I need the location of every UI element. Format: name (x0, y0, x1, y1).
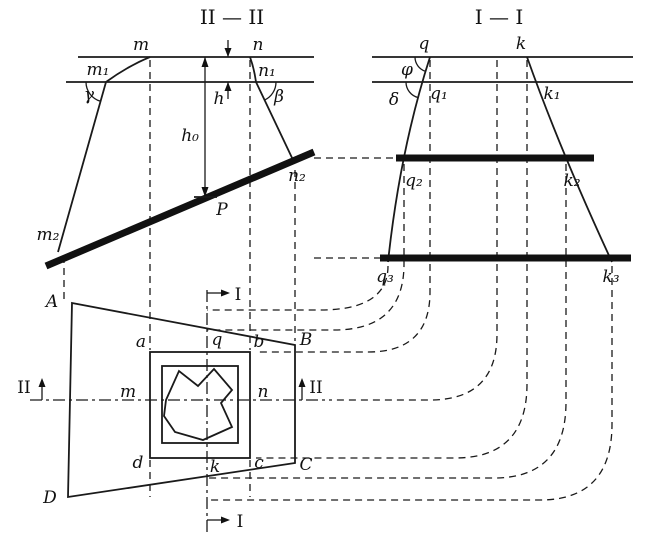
h-arrow-down (224, 48, 232, 57)
outer-boundary-ABCD (67, 301, 296, 499)
label-cut-i-top: I (235, 285, 242, 305)
projection-line (332, 60, 498, 401)
label-h0: h₀ (181, 126, 199, 146)
section-i-title: I — I (475, 5, 524, 29)
label-a: a (136, 332, 146, 352)
label-C: C (299, 455, 312, 475)
label-cut-ii-right: II (309, 378, 322, 398)
label-m1: m₁ (87, 60, 110, 80)
label-p: P (215, 200, 228, 220)
cut-i-arrow-bottom (221, 516, 230, 524)
projection-line (207, 265, 389, 311)
label-plan-k: k (210, 457, 220, 477)
plan-view: A B C D a b d c q k m n I I II II (17, 285, 332, 532)
label-n: n (253, 35, 264, 55)
phi-angle-arc (414, 56, 426, 72)
label-q3: q₃ (376, 267, 394, 287)
ore-body-outline (163, 367, 234, 441)
label-D: D (42, 488, 57, 508)
label-m: m (133, 35, 149, 55)
section-ii-title: II — II (200, 5, 264, 29)
h0-arrow-top (201, 57, 209, 67)
inner-contour-abcd (149, 351, 251, 459)
label-m2: m₂ (37, 225, 60, 245)
label-h: h (214, 89, 225, 109)
projection-lines (63, 60, 613, 501)
label-plan-n: n (258, 382, 269, 402)
projection-line (256, 60, 528, 459)
label-n2: n₂ (288, 166, 306, 186)
label-gamma: γ (84, 85, 95, 105)
label-q2: q₂ (405, 171, 423, 191)
label-cut-ii-left: II (17, 378, 30, 398)
label-cut-i-bottom: I (237, 512, 244, 532)
beta-angle-arc (264, 81, 277, 101)
label-k2: k₂ (563, 171, 580, 191)
label-plan-m: m (120, 382, 136, 402)
label-d: d (133, 453, 144, 473)
h-arrow-up (224, 82, 232, 91)
cut-ii-arrow-left (38, 378, 46, 387)
label-b: b (254, 332, 265, 352)
projection-line (207, 266, 613, 501)
right-shift-line (249, 56, 295, 163)
section-i-i: I — I q k φ δ q₁ k₁ q₂ k₂ q₃ k₃ (372, 5, 633, 287)
label-q: q (419, 34, 430, 54)
projection-line (207, 164, 567, 479)
cut-i-arrow-top (221, 289, 230, 297)
inclined-seam (44, 148, 316, 270)
label-plan-q: q (212, 330, 223, 350)
projection-line (256, 60, 431, 353)
cut-ii-arrow-right (298, 378, 306, 387)
gamma-angle-arc (85, 81, 101, 102)
label-q1: q₁ (430, 84, 448, 104)
label-B: B (299, 330, 313, 350)
section-ii-ii: II — II m n m₁ n₁ γ β h h₀ m₂ n₂ P (37, 5, 316, 270)
label-n1: n₁ (258, 61, 276, 81)
h0-arrow-bottom (201, 187, 209, 197)
label-A: A (44, 292, 58, 312)
object-contour (161, 365, 239, 444)
label-k: k (516, 34, 526, 54)
label-k1: k₁ (543, 84, 560, 104)
projection-line (207, 164, 405, 331)
label-c: c (254, 453, 264, 473)
label-phi: φ (401, 60, 413, 80)
label-k3: k₃ (602, 267, 619, 287)
delta-angle-arc (405, 81, 419, 99)
left-shift-line (57, 56, 151, 253)
label-beta: β (273, 87, 284, 107)
label-delta: δ (389, 90, 399, 110)
